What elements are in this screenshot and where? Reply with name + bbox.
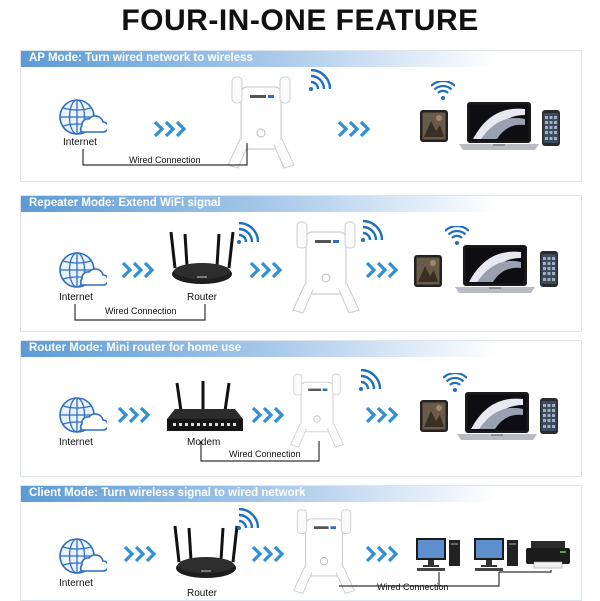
router-mode-panel: Router Mode: Mini router for home use In… <box>20 340 582 477</box>
internet-label: Internet <box>59 292 93 303</box>
repeater-mode-header: Repeater Mode: Extend WiFi signal <box>21 196 581 212</box>
wired-connection-label: Wired Connection <box>129 155 201 165</box>
wired-connection-line <box>339 570 552 587</box>
repeater-mode-title: Repeater Mode: Extend WiFi signal <box>29 197 221 209</box>
repeater-mode-panel: Repeater Mode: Extend WiFi signal Intern… <box>20 195 582 332</box>
wired-connection-label: Wired Connection <box>377 582 449 592</box>
router-mode-title: Router Mode: Mini router for home use <box>29 342 242 354</box>
internet-label: Internet <box>59 437 93 448</box>
ap-mode-panel: AP Mode: Turn wired network to wireless … <box>20 50 582 182</box>
modem-label: Modem <box>187 437 221 448</box>
ap-mode-header: AP Mode: Turn wired network to wireless <box>21 51 581 67</box>
internet-label: Internet <box>63 137 97 148</box>
router-label: Router <box>187 588 218 599</box>
wired-connection-label: Wired Connection <box>105 306 177 316</box>
wired-connection-line <box>200 441 320 462</box>
internet-label: Internet <box>59 578 93 589</box>
client-mode-panel: Client Mode: Turn wireless signal to wir… <box>20 485 582 601</box>
client-mode-title: Client Mode: Turn wireless signal to wir… <box>29 487 306 499</box>
ap-mode-title: AP Mode: Turn wired network to wireless <box>29 52 253 64</box>
client-mode-header: Client Mode: Turn wireless signal to wir… <box>21 486 581 502</box>
router-label: Router <box>187 292 218 303</box>
wired-connection-line <box>74 304 206 321</box>
wired-connection-line <box>82 143 248 166</box>
router-mode-header: Router Mode: Mini router for home use <box>21 341 581 357</box>
page-title: FOUR-IN-ONE FEATURE <box>121 4 479 37</box>
wired-connection-label: Wired Connection <box>229 449 301 459</box>
